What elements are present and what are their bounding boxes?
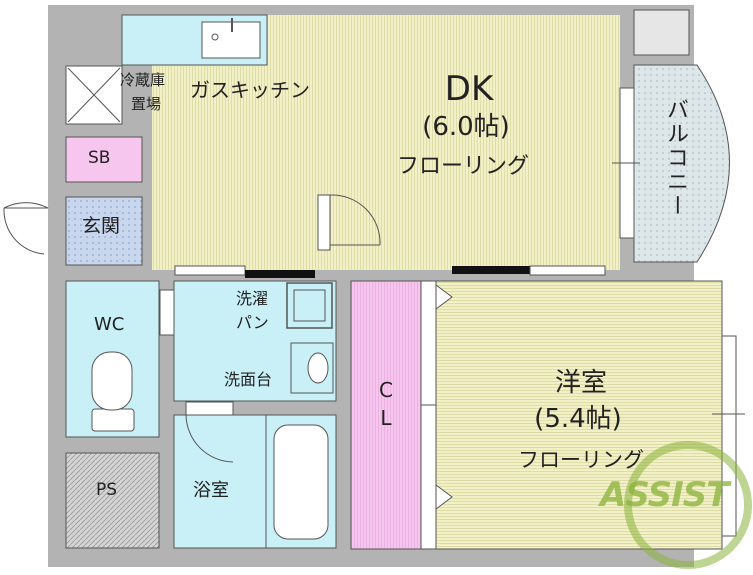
balcony-top-block — [633, 9, 690, 56]
dk-name-label: DK — [444, 69, 494, 109]
closet-door-strip — [420, 280, 437, 550]
closet-area — [350, 280, 422, 550]
bath-door-arc — [185, 414, 234, 463]
sink-drain-icon — [211, 33, 219, 41]
laundry-label-line2: パン — [236, 313, 269, 332]
entrance-floor — [65, 196, 143, 266]
ps-shaft — [65, 452, 160, 549]
western-name-label: 洋室 — [554, 368, 608, 398]
dk-floor-label: フローリング — [396, 154, 530, 179]
wc-label: WC — [94, 314, 125, 335]
sliding-door-left-b — [245, 270, 315, 278]
corridor-floor — [152, 180, 322, 265]
dk-door-swing — [329, 194, 381, 246]
bath-door-frame — [185, 401, 234, 416]
closet-label-line1: C — [379, 378, 393, 402]
dk-size-label: (6.0帖) — [422, 112, 510, 142]
washbasin-label: 洗面台 — [224, 370, 273, 389]
entrance-label: 玄関 — [82, 215, 121, 237]
sliding-door-right-a — [452, 266, 530, 274]
balcony-label: バルコニー — [663, 98, 688, 218]
entrance-door-swing — [3, 202, 49, 209]
fridge-label-line1: 冷蔵庫 — [120, 71, 166, 89]
laundry-label-line1: 洗濯 — [236, 289, 269, 308]
fridge-cross-b — [67, 67, 121, 123]
wash-basin-bowl — [307, 352, 329, 384]
sliding-door-right-b — [529, 265, 606, 276]
laundry-pan-inner — [293, 289, 326, 322]
bath-label: 浴室 — [193, 480, 229, 501]
sb-box — [65, 136, 143, 183]
ps-label: PS — [96, 480, 118, 500]
toilet-tank — [91, 408, 135, 432]
bathtub-inner — [273, 424, 329, 540]
fridge-label-line2: 置場 — [131, 95, 162, 113]
western-room-floor — [435, 280, 723, 550]
watermark-logo: ASSIST — [600, 475, 729, 515]
western-floor-label: フローリング — [518, 448, 644, 472]
closet-door-hinge-bottom — [435, 484, 453, 510]
entrance-door-arc — [3, 207, 45, 255]
toilet-bowl — [91, 351, 133, 411]
sliding-door-left-a — [174, 265, 246, 276]
watermark-ring — [624, 441, 752, 569]
western-window — [721, 335, 737, 537]
closet-door-hinge-top — [435, 284, 453, 310]
dk-door-frame — [317, 194, 331, 251]
western-size-label: (5.4帖) — [534, 404, 622, 434]
balcony-area — [633, 64, 730, 263]
kitchen-label: ガスキッチン — [190, 78, 310, 102]
wc-door-frame — [159, 289, 175, 336]
closet-label-line2: L — [380, 406, 392, 430]
sb-label: SB — [88, 148, 111, 168]
